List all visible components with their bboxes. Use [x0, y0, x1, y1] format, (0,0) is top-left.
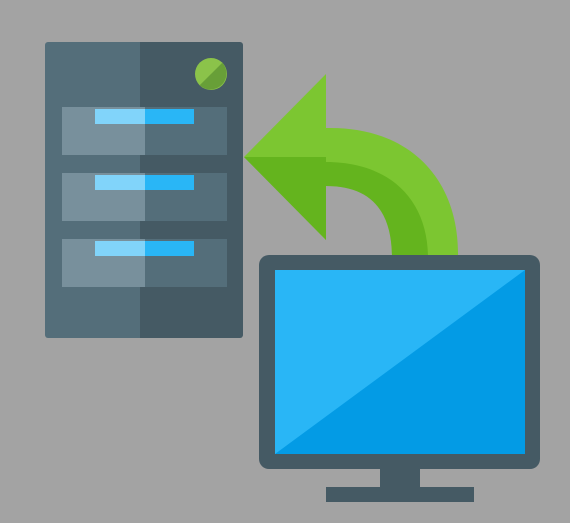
drive-bay-2	[62, 173, 227, 221]
monitor-stand	[326, 487, 474, 502]
drive-bay-3	[62, 239, 227, 287]
desktop-monitor-icon	[259, 255, 540, 502]
status-led-icon	[195, 58, 227, 90]
curved-arrow-left-icon	[244, 74, 459, 258]
monitor-screen	[275, 270, 525, 454]
drive-bay-1	[62, 107, 227, 155]
server-tower-icon	[45, 42, 243, 338]
monitor-neck	[380, 469, 420, 487]
